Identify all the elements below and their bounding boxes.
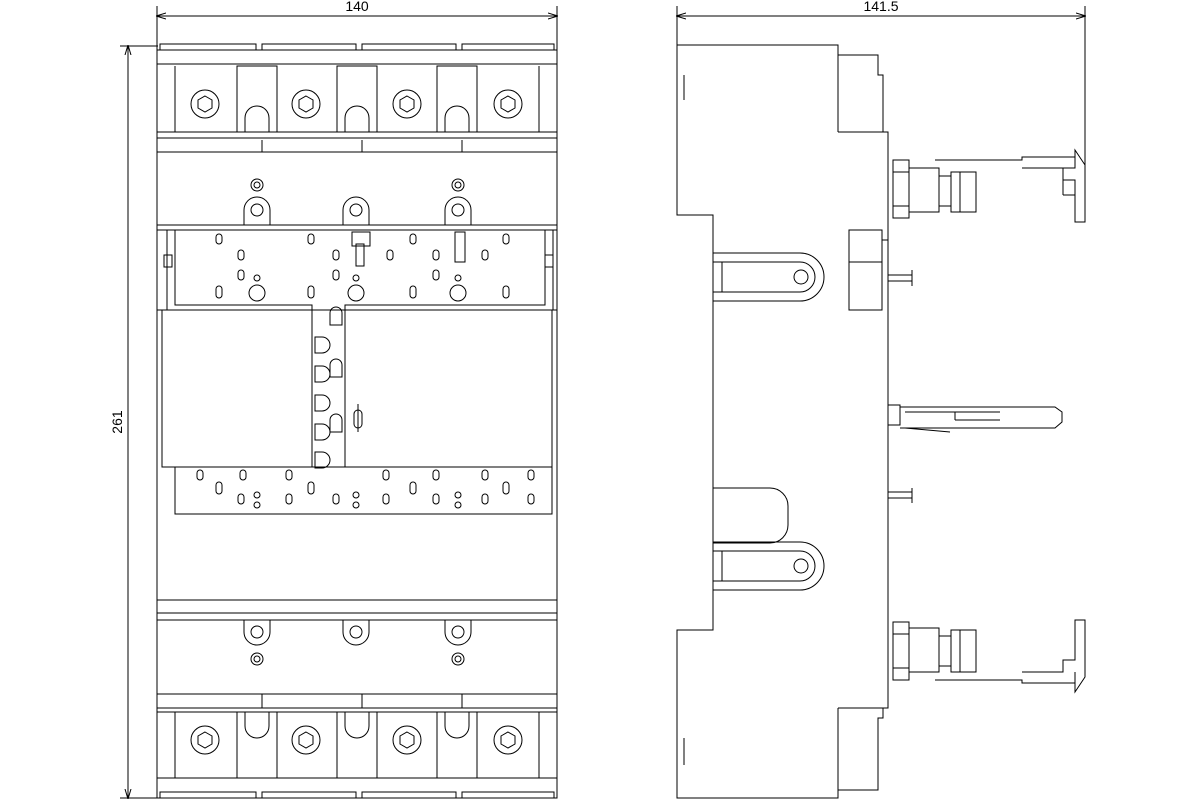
- top-terminal-screw-icon-1: [190, 89, 220, 119]
- upper-mounting-slot: [713, 252, 825, 302]
- bottom-terminal-screw-icon-4: [493, 725, 523, 755]
- middle-plates: [157, 306, 557, 469]
- lower-terminal-lug: [1022, 619, 1086, 694]
- bottom-terminal-block: [157, 711, 557, 798]
- top-terminal-block: [157, 43, 557, 139]
- top-cover: [157, 140, 557, 231]
- top-terminal-screw-icon-3: [392, 89, 422, 119]
- lower-trip-plate: [174, 466, 553, 515]
- dimension-side-depth-label: 141.5: [863, 0, 898, 14]
- dimension-front-height: [120, 46, 158, 798]
- middle-contact: [887, 404, 1063, 433]
- side-view: [676, 44, 1086, 799]
- lower-terminal-screw-icon: [892, 621, 1075, 684]
- top-terminal-screw-icon-2: [291, 89, 321, 119]
- top-terminal-screw-icon-4: [493, 89, 523, 119]
- dimension-front-width: [157, 6, 557, 50]
- upper-terminal-lug: [1022, 148, 1086, 223]
- dimension-front-width-label: 140: [345, 0, 369, 14]
- front-view: [156, 43, 558, 799]
- front-body-outline: [156, 49, 558, 799]
- lower-mounting-slot: [713, 541, 825, 591]
- side-handle-block: [848, 229, 913, 311]
- side-housing-outline: [676, 44, 889, 799]
- bottom-terminal-screw-icon-1: [190, 725, 220, 755]
- side-lower-pin: [888, 488, 913, 503]
- dimension-front-height-label: 261: [109, 410, 125, 434]
- dimension-side-depth: [677, 6, 1085, 215]
- bottom-cover: [157, 599, 557, 709]
- upper-terminal-screw-icon: [892, 156, 1075, 219]
- bottom-terminal-screw-icon-3: [392, 725, 422, 755]
- side-lower-bump: [713, 487, 789, 544]
- upper-trip-plate: [163, 230, 554, 311]
- bottom-terminal-screw-icon-2: [291, 725, 321, 755]
